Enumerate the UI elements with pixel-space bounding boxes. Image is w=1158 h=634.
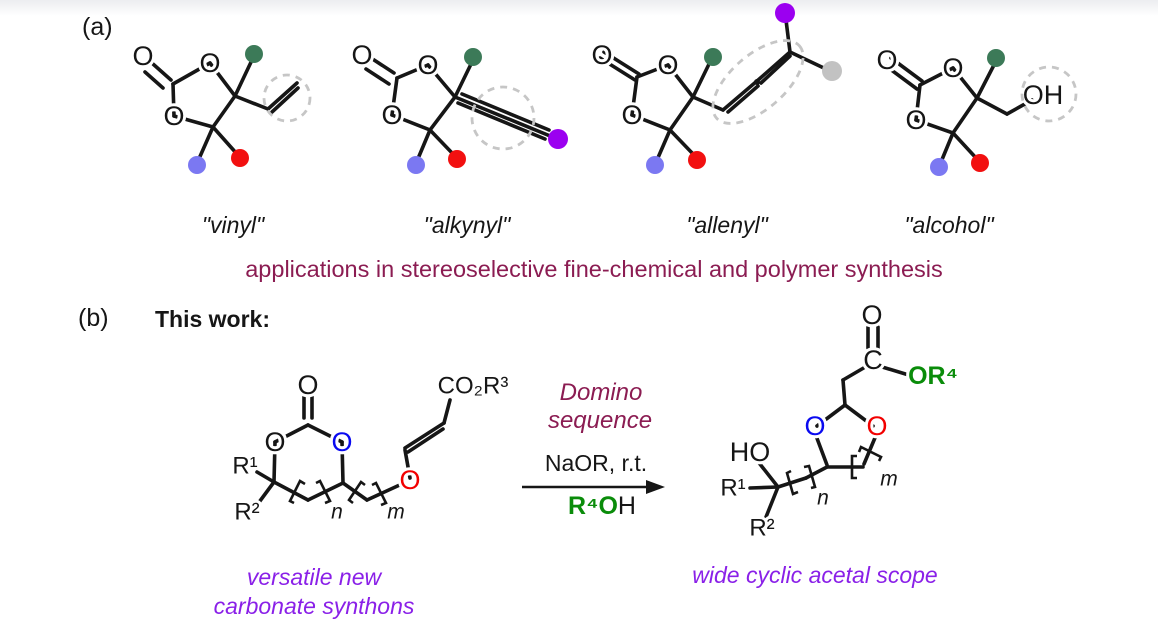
label-vinyl: "vinyl" (201, 212, 265, 238)
ring-oxygen-label: O (163, 101, 184, 131)
ring-oxygen-label: O (905, 105, 926, 135)
allene-center-dot (754, 79, 760, 85)
gray-substituent-dot (822, 61, 842, 81)
bond-lines (748, 325, 914, 519)
green-substituent-dot (987, 49, 1005, 67)
r2-label: R² (234, 499, 259, 526)
subscript-n: n (331, 501, 343, 524)
green-substituent-dot (464, 48, 482, 66)
molecule-cyclic-acetal-product: O C OR⁴ O O HO R¹ R² n m (717, 297, 961, 545)
reaction-arrow (522, 480, 665, 494)
purple-substituent-dot (548, 129, 568, 149)
green-substituent-dot (245, 45, 263, 63)
subscript-m: m (880, 468, 898, 491)
label-allenyl: "allenyl" (686, 212, 768, 238)
alkyne-highlight-circle (470, 85, 536, 151)
acetal-oxygen-red-label: O (866, 411, 887, 441)
top-fade (0, 0, 1158, 16)
blue-substituent-dot (407, 156, 425, 174)
or4-green-label: OR⁴ (908, 362, 958, 390)
blue-substituent-dot (930, 158, 948, 176)
bond-lines (255, 393, 452, 507)
ring-oxygen-label: O (942, 53, 963, 83)
carbonyl-oxygen-label: O (297, 370, 318, 400)
h-black-text: H (617, 492, 636, 520)
ester-carbon-label: C (863, 345, 883, 375)
repeat-brackets-n (785, 464, 817, 496)
hydroxyl-ho-label: HO (730, 437, 771, 467)
arrowhead (646, 480, 665, 494)
vinyl-highlight-circle (262, 73, 312, 123)
ring-oxygen-label: O (621, 100, 642, 130)
r2-label: R² (749, 515, 774, 542)
arrow-text-domino: Domino (559, 379, 643, 406)
label-alcohol: "alcohol" (904, 212, 994, 238)
ring-oxygen-label: O (417, 50, 438, 80)
molecule-vinyl-carbonate: O O O (129, 38, 312, 174)
carbonyl-oxygen-label: O (351, 40, 372, 70)
panel-b-label: (b) (78, 304, 109, 332)
acetal-oxygen-blue-label: O (804, 411, 825, 441)
green-substituent-dot (704, 48, 722, 66)
red-substituent-dot (688, 151, 706, 169)
panel-a-label: (a) (82, 13, 113, 41)
r1-label: R¹ (232, 453, 257, 480)
hydroxyl-label: OH (1023, 80, 1064, 110)
ring-oxygen-label: O (199, 48, 220, 78)
reactant-caption-line1: versatile new (246, 564, 382, 590)
ring-oxygen-label: O (657, 50, 678, 80)
ring-oxygen-label: O (381, 100, 402, 130)
carbonyl-oxygen-label: O (132, 41, 153, 71)
ester-co2r3-label: CO₂R³ (438, 373, 509, 400)
bond-lines (884, 56, 1034, 164)
ring-oxygen-label: O (264, 427, 285, 457)
panel-a-caption: applications in stereoselective fine-che… (245, 256, 943, 282)
bond-lines (143, 58, 300, 163)
ester-oxygen-label: O (861, 300, 882, 330)
repeat-brackets-m (850, 445, 883, 480)
blue-substituent-dot (646, 156, 664, 174)
arrow-conditions-below: R⁴OH (568, 492, 636, 521)
r1-label: R¹ (720, 475, 745, 502)
carbonyl-oxygen-label: O (876, 45, 897, 75)
repeat-brackets-m (347, 480, 388, 507)
subscript-m: m (387, 501, 405, 524)
this-work-title: This work: (155, 306, 271, 332)
label-alkynyl: "alkynyl" (423, 212, 511, 238)
red-substituent-dot (448, 150, 466, 168)
bond-lines (598, 18, 830, 162)
ring-oxygen-blue-label: O (331, 427, 352, 457)
molecule-alkynyl-carbonate: O O O (348, 37, 568, 174)
r4o-green-text: R⁴O (568, 492, 618, 520)
repeat-brackets-n (288, 479, 332, 505)
arrow-conditions-above: NaOR, r.t. (544, 450, 648, 476)
molecule-alcohol-carbonate: O O O OH (873, 42, 1078, 176)
purple-substituent-dot (775, 3, 795, 23)
reactant-caption-line2: carbonate synthons (213, 593, 415, 619)
alcohol-highlight-circle (1020, 65, 1078, 123)
ether-oxygen-red-label: O (399, 465, 420, 495)
red-substituent-dot (971, 154, 989, 172)
red-substituent-dot (231, 149, 249, 167)
product-caption: wide cyclic acetal scope (692, 562, 938, 588)
molecule-allenyl-carbonate: O O O (588, 3, 842, 174)
allene-highlight-ellipse (711, 39, 805, 125)
carbonyl-oxygen-label: O (591, 40, 612, 70)
subscript-n: n (817, 487, 829, 510)
arrow-text-sequence: sequence (547, 407, 653, 434)
molecule-carbonate-synthon: O O O R¹ R² n m O CO₂R³ (229, 367, 511, 529)
blue-substituent-dot (188, 156, 206, 174)
